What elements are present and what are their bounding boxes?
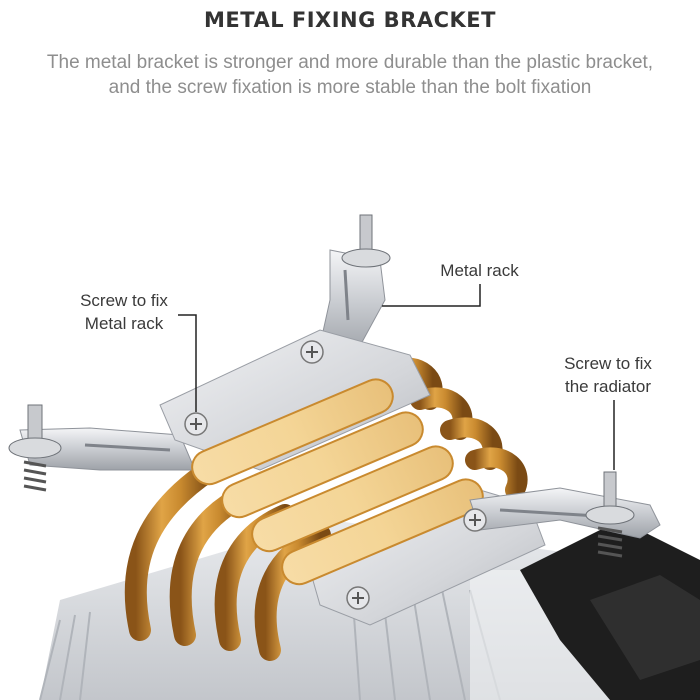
callout-text: Metal rack (440, 261, 519, 280)
subtitle-line-1: The metal bracket is stronger and more d… (46, 52, 654, 73)
callout-screw-fix-metal-rack: Screw to fix Metal rack (68, 289, 180, 335)
fan (520, 520, 700, 700)
leader-metal-rack (382, 284, 481, 307)
spring-screw-right (585, 471, 635, 558)
subtitle-line-2: and the screw fixation is more stable th… (108, 77, 592, 98)
page-title: METAL FIXING BRACKET (204, 8, 496, 32)
block-screws (184, 340, 487, 610)
screw-icon (184, 412, 208, 436)
left-metal-rack (19, 427, 196, 471)
mounting-block-top (159, 329, 431, 471)
page-subtitle: The metal bracket is stronger and more d… (0, 50, 700, 100)
callout-metal-rack: Metal rack (432, 259, 527, 282)
screw-icon (346, 586, 370, 610)
heat-pipe-contact-faces (191, 378, 484, 586)
callout-text: Screw to fix (564, 354, 652, 373)
callout-text: Screw to fix (80, 291, 168, 310)
callout-lines (178, 284, 615, 470)
callout-text: Metal rack (84, 314, 164, 333)
callout-text: the radiator (565, 377, 651, 396)
screw-icon (463, 508, 487, 532)
spring-screw-left (8, 404, 62, 492)
leader-screw-metal-rack (178, 314, 197, 412)
callout-screw-fix-radiator: Screw to fix the radiator (553, 352, 663, 398)
screw-icon (300, 340, 324, 364)
spring-screw-top (341, 214, 391, 268)
